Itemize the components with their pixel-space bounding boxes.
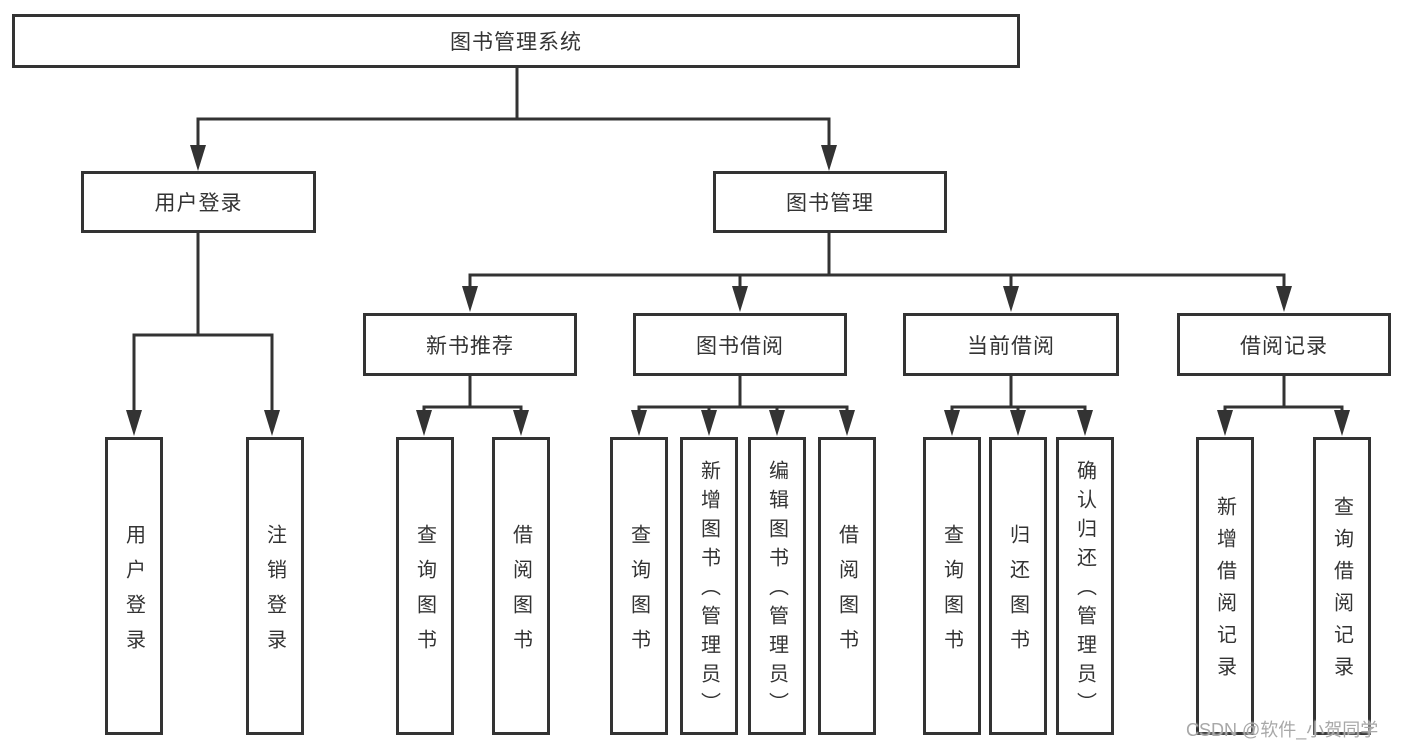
- leaf-edit-books-admin: 编辑图书（管理员）: [748, 437, 806, 735]
- node-root-label: 图书管理系统: [450, 31, 582, 54]
- node-book-borrow: 图书借阅: [633, 313, 847, 376]
- node-borrow-records: 借阅记录: [1177, 313, 1391, 376]
- edge-root-to-branches: [190, 67, 837, 171]
- leaf-recommend-query-books-label: 查询图书: [413, 523, 436, 664]
- edge-user-branch-to-leaves: [126, 233, 280, 436]
- leaf-add-borrow-record-label: 新增借阅记录: [1213, 496, 1236, 688]
- edge-management-to-sections: [462, 233, 1292, 312]
- node-new-book-recommend: 新书推荐: [363, 313, 577, 376]
- leaf-add-books-admin-label: 新增图书（管理员）: [697, 460, 720, 721]
- leaf-edit-books-admin-label: 编辑图书（管理员）: [765, 460, 788, 721]
- node-root-system: 图书管理系统: [12, 14, 1020, 68]
- leaf-borrow-query-books-label: 查询图书: [627, 523, 650, 664]
- csdn-watermark: CSDN @软件_小贺同学: [1186, 720, 1379, 740]
- leaf-user-login-label: 用户登录: [122, 523, 145, 664]
- node-book-management-branch: 图书管理: [713, 171, 947, 233]
- leaf-borrow-books: 借阅图书: [818, 437, 876, 735]
- node-borrow-records-label: 借阅记录: [1240, 334, 1328, 358]
- leaf-return-books-label: 归还图书: [1006, 523, 1029, 664]
- leaf-current-query-books-label: 查询图书: [940, 523, 963, 664]
- node-current-borrow: 当前借阅: [903, 313, 1119, 376]
- leaf-logout: 注销登录: [246, 437, 304, 735]
- node-book-management-label: 图书管理: [786, 192, 874, 215]
- leaf-add-borrow-record: 新增借阅记录: [1196, 437, 1254, 735]
- leaf-confirm-return-admin: 确认归还（管理员）: [1056, 437, 1114, 735]
- edge-recommend-to-leaves: [416, 376, 529, 436]
- node-user-login-label: 用户登录: [154, 192, 243, 215]
- leaf-return-books: 归还图书: [989, 437, 1047, 735]
- leaf-borrow-query-books: 查询图书: [610, 437, 668, 735]
- leaf-borrow-books-label: 借阅图书: [835, 523, 858, 664]
- leaf-query-borrow-record: 查询借阅记录: [1313, 437, 1371, 735]
- node-current-borrow-label: 当前借阅: [967, 334, 1055, 358]
- edge-current-to-leaves: [944, 376, 1093, 436]
- leaf-recommend-borrow-books-label: 借阅图书: [509, 523, 532, 664]
- leaf-add-books-admin: 新增图书（管理员）: [680, 437, 738, 735]
- leaf-logout-label: 注销登录: [263, 523, 286, 664]
- node-user-login-branch: 用户登录: [81, 171, 316, 233]
- leaf-recommend-borrow-books: 借阅图书: [492, 437, 550, 735]
- leaf-confirm-return-admin-label: 确认归还（管理员）: [1073, 460, 1096, 721]
- edge-records-to-leaves: [1217, 376, 1350, 436]
- leaf-query-borrow-record-label: 查询借阅记录: [1330, 496, 1353, 688]
- leaf-recommend-query-books: 查询图书: [396, 437, 454, 735]
- leaf-user-login: 用户登录: [105, 437, 163, 735]
- node-book-borrow-label: 图书借阅: [696, 334, 784, 358]
- leaf-current-query-books: 查询图书: [923, 437, 981, 735]
- node-new-book-recommend-label: 新书推荐: [426, 334, 514, 358]
- edge-borrow-to-leaves: [631, 376, 855, 436]
